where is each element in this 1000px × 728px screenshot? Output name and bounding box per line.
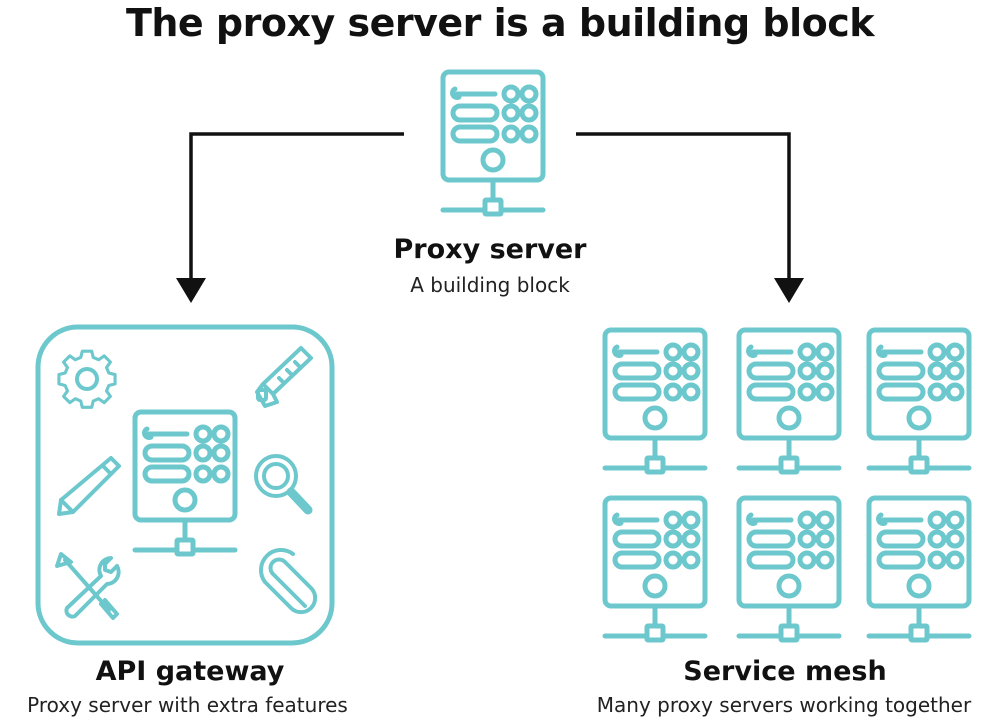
mesh-server-icon xyxy=(739,498,839,640)
api-gateway-label: API gateway xyxy=(95,656,285,687)
paperclip-icon xyxy=(259,548,318,615)
service-mesh-sublabel: Many proxy servers working together xyxy=(596,693,972,717)
mesh-server-icon xyxy=(869,330,969,472)
connector-left xyxy=(189,132,404,282)
api-gateway-sublabel: Proxy server with extra features xyxy=(27,693,348,717)
service-mesh-label: Service mesh xyxy=(683,656,887,687)
mesh-server-icon xyxy=(869,498,969,640)
proxy-server-label: Proxy server xyxy=(393,234,587,265)
proxy-server-icon xyxy=(443,72,543,214)
connector-right xyxy=(576,132,791,282)
arrowhead-left xyxy=(176,278,206,303)
proxy-server-sublabel: A building block xyxy=(410,273,570,297)
arrowhead-right xyxy=(774,278,804,303)
pencil-icon xyxy=(57,456,121,516)
mesh-server-icon xyxy=(739,330,839,472)
diagram-title: The proxy server is a building block xyxy=(125,1,875,45)
gateway-server-icon xyxy=(135,412,235,554)
api-gateway-frame xyxy=(35,324,335,646)
service-mesh-grid xyxy=(605,330,969,640)
magnifier-icon xyxy=(254,454,313,515)
mesh-server-icon xyxy=(605,330,705,472)
tools-icon xyxy=(55,552,121,620)
mesh-server-icon xyxy=(605,498,705,640)
gear-icon xyxy=(57,349,117,409)
saw-icon xyxy=(255,346,313,408)
